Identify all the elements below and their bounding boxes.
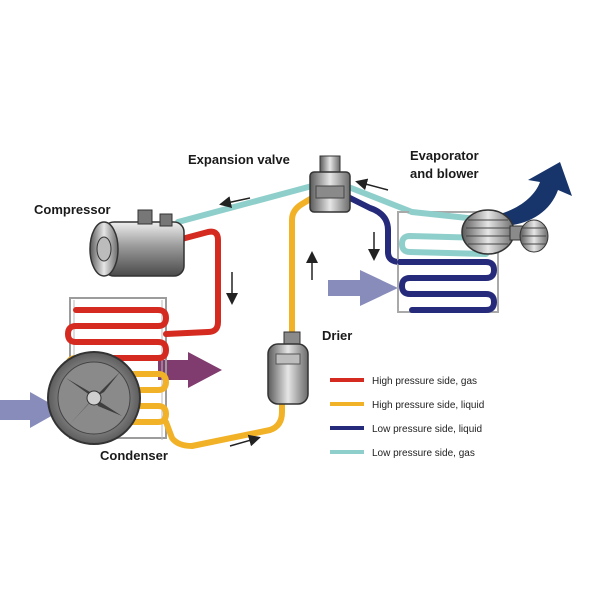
label-drier: Drier — [322, 328, 352, 343]
drier — [267, 331, 309, 405]
legend-label-low-gas: Low pressure side, gas — [372, 448, 475, 459]
label-compressor: Compressor — [34, 202, 111, 217]
legend-label-low-liquid: Low pressure side, liquid — [372, 424, 482, 435]
label-expansion-valve: Expansion valve — [188, 152, 290, 167]
hot-air-arrow — [158, 352, 222, 388]
label-condenser: Condenser — [100, 448, 168, 463]
blower-airflow-arrow — [500, 162, 572, 226]
label-evaporator-line1: Evaporator — [410, 148, 479, 163]
blower — [461, 209, 549, 255]
low-gas-line — [175, 183, 415, 225]
expansion-valve — [309, 155, 351, 213]
label-evaporator-line2: and blower — [410, 166, 479, 181]
flow-arrows — [219, 178, 389, 447]
condenser-fan — [47, 351, 141, 445]
evaporator-airflow-arrow — [328, 270, 398, 306]
legend-label-high-gas: High pressure side, gas — [372, 376, 477, 387]
legend-label-high-liquid: High pressure side, liquid — [372, 400, 484, 411]
high-liquid-line — [163, 195, 315, 449]
compressor — [89, 209, 185, 277]
low-liquid-line — [343, 193, 403, 265]
legend: High pressure side, gas High pressure si… — [330, 376, 484, 459]
high-gas-line — [163, 228, 221, 337]
condenser-airflow-arrow — [0, 392, 62, 428]
